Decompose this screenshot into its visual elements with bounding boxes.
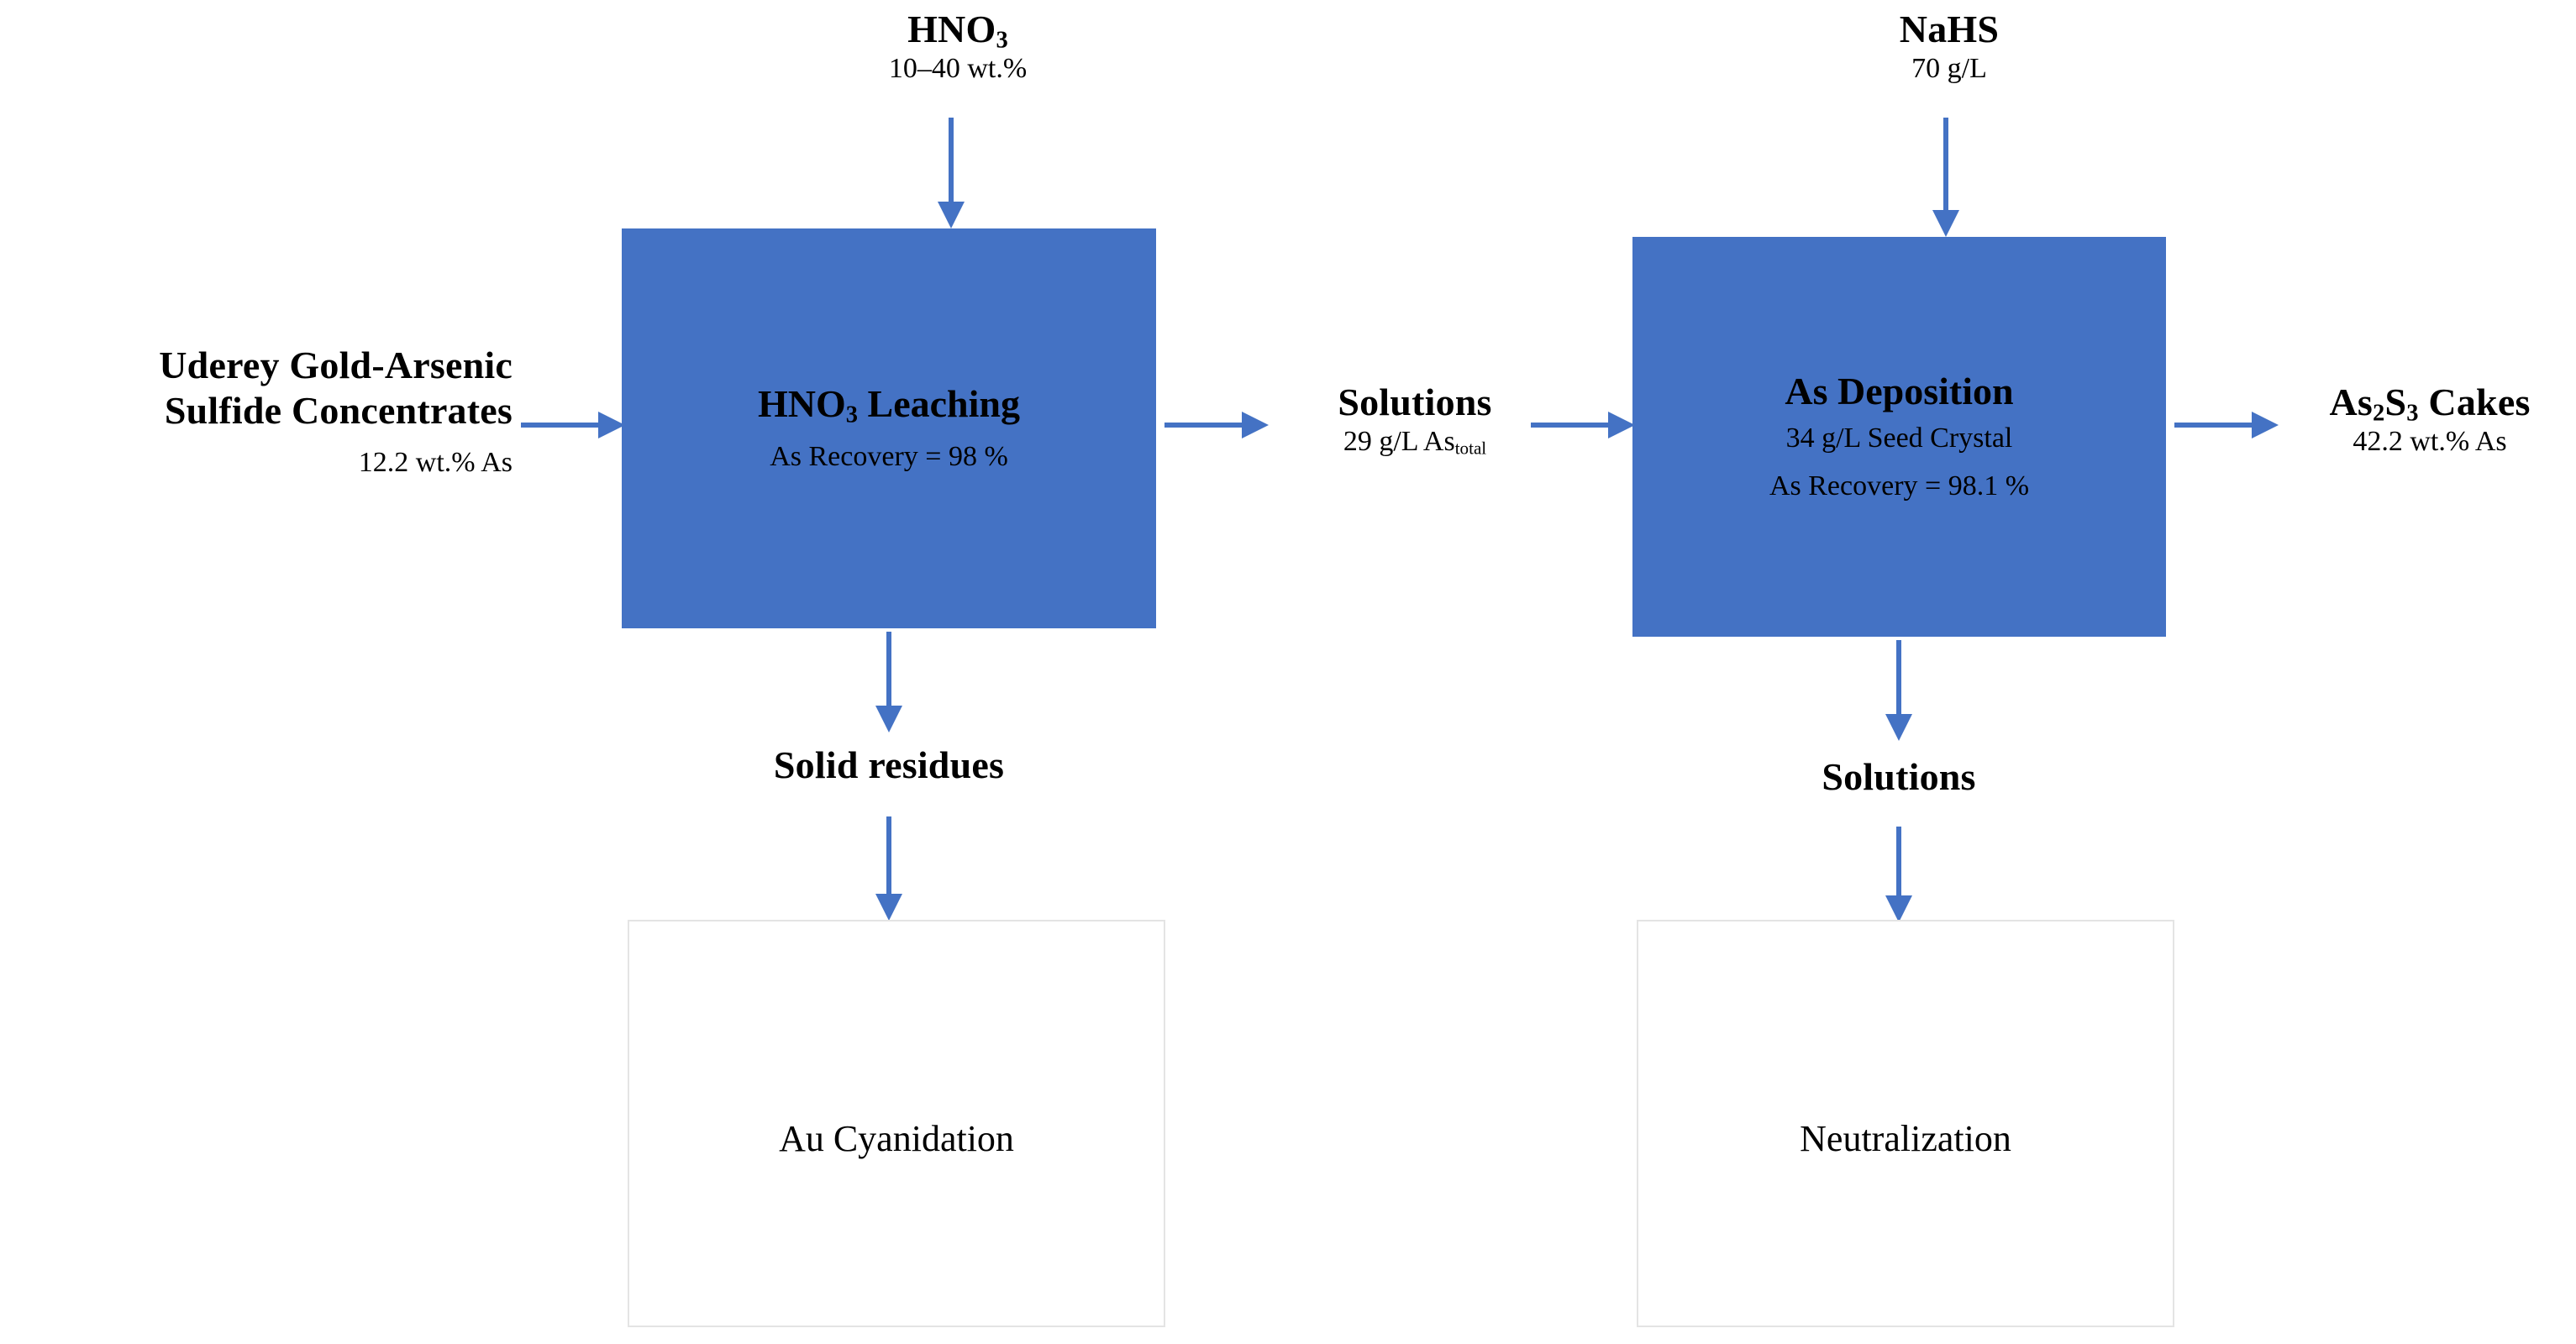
feed-label: Uderey Gold-Arsenic Sulfide Concentrates… <box>8 343 513 480</box>
stage-au-cyanidation-title: Au Cyanidation <box>779 1117 1014 1159</box>
reagent-nahs-concentration: 70 g/L <box>1911 53 1987 85</box>
arrow-feed-to-leaching <box>521 408 627 442</box>
arrow-residues-to-cyanidation <box>872 816 906 922</box>
stream-as2s3-cakes-title: As2S3 Cakes <box>2329 381 2531 427</box>
feed-title-line2: Sulfide Concentrates <box>164 389 513 433</box>
stage-hno3-leaching-line-1: As Recovery = 98 % <box>770 440 1008 472</box>
arrow-deposition-to-cakes <box>2174 408 2280 442</box>
stream-deposition-solutions: Solutions <box>1680 754 2117 800</box>
arrow-leaching-to-residues <box>872 632 906 734</box>
stream-intermediate-solutions-title: Solutions <box>1338 381 1492 423</box>
stream-solid-residues: Solid residues <box>670 743 1107 788</box>
feed-title-line1: Uderey Gold-Arsenic <box>159 344 513 386</box>
stage-hno3-leaching[interactable]: HNO3 Leaching As Recovery = 98 % <box>622 228 1156 628</box>
stage-hno3-leaching-title: HNO3 Leaching <box>757 381 1020 428</box>
stage-as-deposition-title: As Deposition <box>1785 369 2014 412</box>
arrow-hno3-to-leaching <box>934 118 968 230</box>
stream-deposition-solutions-title: Solutions <box>1822 755 1976 798</box>
stream-intermediate-solutions-assay: 29 g/L Astotal <box>1343 426 1487 459</box>
stage-au-cyanidation[interactable]: Au Cyanidation <box>628 920 1165 1327</box>
arrow-leaching-to-solutions <box>1164 408 1270 442</box>
stage-as-deposition-line-1: 34 g/L Seed Crystal <box>1785 423 2013 454</box>
stream-intermediate-solutions: Solutions 29 g/L Astotal <box>1272 380 1558 459</box>
reagent-nahs-label: NaHS 70 g/L <box>1731 7 2168 86</box>
reagent-nahs-name: NaHS <box>1899 8 2000 50</box>
arrow-nahs-to-deposition <box>1929 118 1963 239</box>
reagent-hno3-name: HNO3 <box>907 8 1008 54</box>
feed-assay: 12.2 wt.% As <box>358 446 513 478</box>
reagent-hno3-label: HNO3 10–40 wt.% <box>739 7 1176 86</box>
arrow-solutions-to-neutralization <box>1882 827 1916 924</box>
reagent-hno3-concentration: 10–40 wt.% <box>888 53 1028 85</box>
stream-as2s3-cakes: As2S3 Cakes 42.2 wt.% As <box>2284 380 2576 459</box>
stage-neutralization[interactable]: Neutralization <box>1637 920 2174 1327</box>
stage-as-deposition-line-2: As Recovery = 98.1 % <box>1769 470 2030 501</box>
stream-solid-residues-title: Solid residues <box>773 743 1005 786</box>
arrow-solutions-to-deposition <box>1531 408 1637 442</box>
stage-neutralization-title: Neutralization <box>1800 1117 2011 1159</box>
stage-as-deposition[interactable]: As Deposition 34 g/L Seed Crystal As Rec… <box>1632 237 2166 637</box>
stream-as2s3-cakes-assay: 42.2 wt.% As <box>2353 426 2507 458</box>
arrow-deposition-to-solutions <box>1882 640 1916 743</box>
